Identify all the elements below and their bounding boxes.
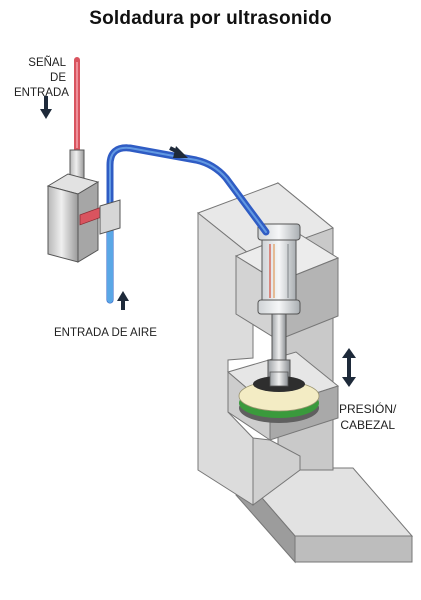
signal-label-line-3: ENTRADA — [14, 87, 69, 99]
arrow-down-icon — [40, 96, 52, 119]
press-frame — [197, 181, 414, 564]
cylinder-cap-bottom — [257, 299, 301, 315]
cylinder-body — [261, 239, 297, 303]
valve-body-front — [47, 185, 79, 263]
pressure-label-line-1: PRESIÓN/ — [339, 402, 397, 416]
arrow-right-icon — [169, 146, 188, 158]
signal-input-label: SEÑAL DE ENTRADA — [14, 56, 69, 101]
frame-base-front — [294, 535, 413, 563]
solenoid-valve — [46, 149, 121, 263]
frame-lower-front — [252, 437, 301, 506]
valve-connector — [69, 149, 85, 179]
pressure-label-line-2: CABEZAL — [340, 418, 396, 432]
pressure-head-label: PRESIÓN/ CABEZAL — [339, 401, 396, 433]
piston-rod — [271, 313, 287, 367]
arrow-up-icon — [117, 291, 129, 310]
signal-label-line-1: SEÑAL — [28, 57, 66, 69]
valve-clamp — [99, 199, 121, 235]
workpiece — [238, 371, 320, 423]
air-input-label: ENTRADA DE AIRE — [54, 327, 157, 339]
diagram-title: Soldadura por ultrasonido — [89, 8, 332, 29]
signal-label-line-2: DE — [50, 72, 66, 84]
double-arrow-vertical-icon — [342, 348, 356, 387]
